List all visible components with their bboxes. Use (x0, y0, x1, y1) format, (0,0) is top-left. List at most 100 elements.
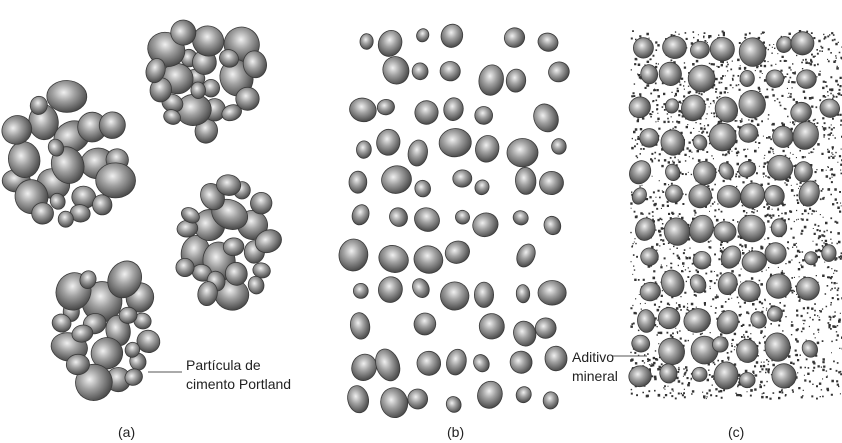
cement-particle (658, 363, 678, 385)
cement-particle (688, 65, 716, 93)
cement-particle (376, 98, 395, 116)
panel-a-flocculated-cement (0, 15, 285, 405)
cement-particle (537, 169, 566, 198)
cement-particle (507, 138, 539, 167)
cement-particle (542, 391, 559, 410)
cement-particle (716, 271, 739, 297)
cement-particle-label-line2: cimento Portland (186, 375, 291, 394)
cement-particle (349, 311, 372, 340)
cement-particle (763, 67, 787, 91)
cement-particle (633, 216, 658, 243)
cement-particle (513, 241, 539, 270)
panel-a-label: (a) (118, 424, 135, 440)
cement-particle (541, 214, 563, 237)
cement-particle (337, 238, 369, 273)
cement-particle (685, 181, 714, 211)
cement-particle (412, 98, 441, 127)
cement-particle (763, 331, 792, 363)
cement-particle (473, 133, 502, 165)
cement-particle (737, 279, 762, 303)
cement-particle (374, 27, 406, 61)
cement-particle (478, 312, 506, 340)
cement-particle (471, 352, 493, 375)
cement-particle (708, 36, 736, 63)
cement-particle (349, 171, 367, 193)
cement-particle (437, 278, 473, 314)
cement-particle (442, 237, 473, 267)
mineral-admixture-label-line2: mineral (572, 367, 618, 386)
cement-particle (716, 160, 736, 182)
cement-particle (765, 304, 785, 324)
cement-particle (764, 152, 796, 184)
mineral-admixture-annotation: Aditivo mineral (572, 348, 618, 386)
cement-particle (410, 309, 439, 338)
cement-particle (737, 36, 768, 68)
cement-particle (822, 245, 837, 262)
cement-particle (735, 338, 760, 365)
cement-particle (739, 372, 755, 387)
cement-particle (659, 128, 687, 158)
cement-particle (691, 133, 710, 153)
cement-particle (691, 367, 707, 383)
cement-particle (411, 62, 429, 81)
cement-particle (410, 242, 447, 278)
cement-particle (377, 385, 411, 421)
cement-particle (474, 378, 506, 412)
cement-particle (716, 185, 741, 209)
cement-particle (685, 212, 717, 246)
cement-particle (690, 249, 713, 272)
cement-particle (738, 123, 759, 144)
cement-particle (795, 68, 818, 90)
cement-particle (538, 281, 566, 306)
cement-particle (356, 141, 372, 159)
cement-particle (378, 162, 414, 197)
cement-particle (713, 221, 736, 242)
cement-particle (544, 346, 567, 372)
panel-c-label: (c) (728, 424, 744, 440)
cement-particle-annotation: Partícula de cimento Portland (186, 356, 291, 394)
cement-particle (406, 388, 429, 411)
cement-particle (529, 100, 562, 136)
mineral-admixture-label-line1: Aditivo (572, 348, 618, 367)
cement-particle (413, 179, 432, 198)
cement-particle (438, 127, 473, 158)
cement-particle (345, 384, 371, 415)
cement-particle (717, 242, 744, 271)
cement-particle (439, 61, 461, 82)
cement-particle (473, 105, 494, 126)
cement-particle (736, 87, 769, 121)
cement-particle (375, 127, 402, 157)
cement-particle (514, 384, 534, 405)
cement-particle (536, 30, 561, 54)
cement-particle (349, 202, 371, 227)
cement-particle (626, 93, 654, 121)
cement-particle (371, 346, 404, 385)
cement-particle (416, 350, 442, 377)
cement-particle (502, 25, 528, 50)
panel-c-cement-with-mineral-admixture (625, 28, 842, 400)
cement-particle (414, 27, 431, 44)
cement-particle (625, 157, 654, 188)
cement-particle (444, 347, 469, 377)
cement-particle (638, 280, 662, 303)
cement-particle (410, 203, 443, 235)
cement-particle (95, 162, 136, 198)
cement-particle (637, 309, 656, 333)
cement-particle (359, 33, 373, 49)
cement-particle (551, 138, 567, 155)
cement-particle (472, 177, 491, 197)
cement-particle-label-line1: Partícula de (186, 356, 291, 375)
cement-particle (664, 162, 682, 182)
cement-particle (353, 283, 369, 299)
cement-particle (654, 334, 689, 369)
cement-particle (691, 159, 718, 187)
cement-particle (708, 122, 737, 151)
cement-particle (546, 59, 573, 85)
cement-particle (799, 338, 820, 360)
cement-particle (661, 215, 694, 249)
cement-particle (633, 38, 653, 59)
cement-particle (681, 306, 713, 336)
cement-particle (714, 307, 742, 337)
cement-particle (678, 92, 709, 125)
cement-particle (379, 53, 413, 88)
